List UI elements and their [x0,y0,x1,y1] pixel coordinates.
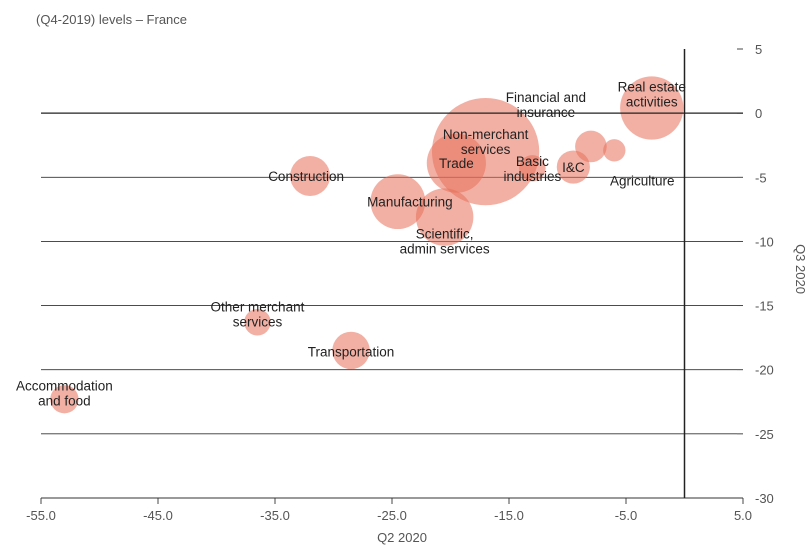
bubble-label-line: Financial and [506,90,586,105]
bubble-real-estate-activities [620,76,684,140]
bubble-label-line: Basic [516,154,549,169]
bubble-label-line: admin services [400,242,490,257]
bubble-transportation [332,331,370,370]
chart-subtitle: (Q4-2019) levels – France [36,12,188,27]
bubble-label-transportation: Transportation [308,344,395,359]
y-tick-label: -20 [755,363,774,378]
x-tick-label: -25.0 [377,508,407,523]
x-tick-label: -55.0 [26,508,56,523]
bubble-label-line: I&C [562,160,585,175]
bubble-other-merchant-services [244,309,271,336]
x-tick-label: -15.0 [494,508,524,523]
x-tick-label: -45.0 [143,508,173,523]
bubble-label-line: Trade [439,156,474,171]
y-tick-label: 0 [755,106,762,121]
bubble-label-line: Construction [268,169,344,184]
y-axis-title: Q3 2020 [793,244,808,294]
bubble-basic-industries [519,155,546,182]
bubble-i-c [556,150,590,184]
bubble-label-i-c: I&C [562,160,585,175]
bubble-label-line: Accommodation [16,379,113,394]
bubble-label-line: Manufacturing [367,195,453,210]
x-tick-label: 5.0 [734,508,752,523]
bubble-trade [426,133,486,193]
bubble-label-line: and food [38,394,91,409]
bubble-manufacturing [370,174,426,230]
bubble-accommodation-and-food [50,385,79,414]
bubble-label-line: activities [626,95,678,110]
bubble-label-line: Agriculture [610,173,675,188]
y-tick-label: -30 [755,491,774,506]
x-tick-label: -35.0 [260,508,290,523]
x-tick-label: -5.0 [615,508,637,523]
bubble-label-line: insurance [517,105,576,120]
bubble-label-line: Other merchant [211,300,305,315]
bubble-label-construction: Construction [268,169,344,184]
bubble-label-line: Non-merchant [443,127,529,142]
bubble-construction [290,156,331,197]
bubble-label-line: Scientific, [416,227,474,242]
axis-layer: 5 0 -5 -10 -15 -20 -25 -30 -55.0 -45.0 -35.0 -25.0 -… [26,42,774,523]
bubble-label-line: Transportation [308,344,395,359]
bubble-label-trade: Trade [439,156,474,171]
y-tick-label: -15 [755,299,774,314]
bubble-layer [50,76,684,414]
bubble-scientific-admin-services [415,188,474,246]
y-tick-label: -10 [755,234,774,249]
y-tick-label: 5 [755,42,762,57]
bubble-label-line: industries [504,169,562,184]
bubble-agriculture [603,139,626,162]
bubble-label-line: services [461,142,511,157]
y-tick-label: -5 [755,170,767,185]
x-axis-title: Q2 2020 [377,530,427,545]
bubble-label-scientific-admin-services: Scientific,admin services [400,227,490,257]
y-tick-label: -25 [755,427,774,442]
bubble-label-line: Real estate [618,80,686,95]
bubble-label-line: services [233,315,283,330]
bubble-label-agriculture: Agriculture [610,173,675,188]
bubble-label-manufacturing: Manufacturing [367,195,453,210]
